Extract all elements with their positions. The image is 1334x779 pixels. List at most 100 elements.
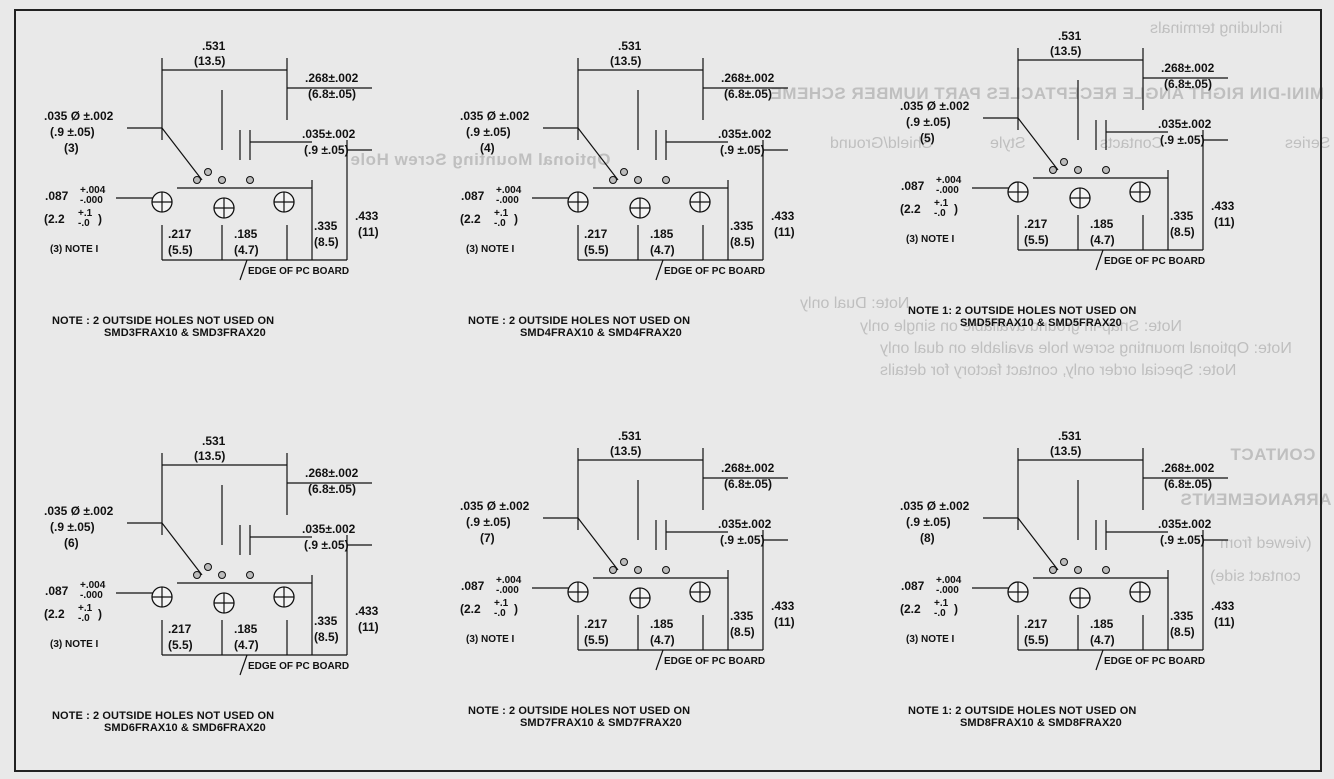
dim-hole: .087	[461, 579, 485, 593]
dim-185-mm: (4.7)	[1090, 233, 1115, 247]
drawing-frame	[14, 9, 1322, 772]
dim-433: .433	[1211, 199, 1235, 213]
dim-hole-tol-minus: -.000	[496, 585, 519, 596]
dim-width-mm: (13.5)	[610, 54, 641, 68]
dim-268: .268±.002	[1161, 461, 1215, 475]
dim-268-mm: (6.8±.05)	[724, 477, 772, 491]
dim-hole-tol-plus: +.004	[496, 185, 522, 196]
dim-hole-tol-minus: -.000	[936, 585, 959, 596]
diagram-note: NOTE : 2 OUTSIDE HOLES NOT USED ON SMD6F…	[52, 710, 274, 734]
dim-268: .268±.002	[721, 461, 775, 475]
dim-pin-diameter-mm: (.9 ±.05)	[906, 115, 951, 129]
dim-185: .185	[650, 227, 674, 241]
pin-count: (4)	[480, 141, 495, 155]
dim-width-mm: (13.5)	[194, 449, 225, 463]
dim-hole-mm-close: )	[514, 602, 518, 616]
dim-hole-mm-close: )	[954, 202, 958, 216]
dim-433-mm: (11)	[774, 615, 795, 629]
dim-pin-diameter: .035 Ø ±.002	[44, 109, 114, 123]
footprint-diagram-6: .531 (13.5) .268±.002 (6.8±.05) .035±.00…	[868, 420, 1288, 745]
dim-pin-diameter-mm: (.9 ±.05)	[906, 515, 951, 529]
dim-hole-tol-plus: +.004	[80, 185, 106, 196]
dim-hole-tol-minus: -.000	[80, 590, 103, 601]
dim-hole: .087	[901, 179, 925, 193]
note-line-2: SMD6FRAX10 & SMD6FRAX20	[104, 722, 266, 734]
note-line-1: NOTE : 2 OUTSIDE HOLES NOT USED ON	[52, 710, 275, 722]
dim-hole-mm: (2.2	[460, 602, 481, 616]
dim-268: .268±.002	[1161, 61, 1215, 75]
dim-hole-mm-tol-plus: +.1	[78, 603, 93, 614]
pin-count: (8)	[920, 531, 935, 545]
dim-335-mm: (8.5)	[314, 630, 339, 644]
dim-335: .335	[730, 219, 754, 233]
dim-hole: .087	[901, 579, 925, 593]
dim-268-mm: (6.8±.05)	[1164, 477, 1212, 491]
dim-217: .217	[584, 227, 608, 241]
dim-hole-mm: (2.2	[460, 212, 481, 226]
dim-335: .335	[1170, 209, 1194, 223]
footprint-diagram-2: .531 (13.5) .268±.002 (6.8±.05) .035±.00…	[428, 30, 848, 355]
dim-pin-diameter-mm: (.9 ±.05)	[466, 515, 511, 529]
dim-hole-mm-tol-plus: +.1	[78, 208, 93, 219]
dim-035: .035±.002	[718, 517, 772, 531]
dim-hole-tol-minus: -.000	[80, 195, 103, 206]
dim-217: .217	[1024, 217, 1048, 231]
dim-185: .185	[1090, 217, 1114, 231]
dim-335: .335	[730, 609, 754, 623]
dim-hole-mm-tol-plus: +.1	[494, 208, 509, 219]
footprint-diagram-5: .531 (13.5) .268±.002 (6.8±.05) .035±.00…	[428, 420, 848, 745]
dim-hole-tol-plus: +.004	[936, 175, 962, 186]
dim-pin-diameter: .035 Ø ±.002	[900, 99, 970, 113]
note-ref: (3) NOTE I	[466, 244, 515, 255]
dim-hole-mm-tol-minus: -.0	[78, 613, 90, 624]
note-line-2: SMD8FRAX10 & SMD8FRAX20	[960, 717, 1122, 729]
dim-217: .217	[1024, 617, 1048, 631]
footprint-drawing: .531 (13.5) .268±.002 (6.8±.05) .035±.00…	[460, 39, 795, 281]
footprint-diagram-3: .531 (13.5) .268±.002 (6.8±.05) .035±.00…	[868, 20, 1288, 345]
dim-433-mm: (11)	[1214, 615, 1235, 629]
dim-035: .035±.002	[302, 127, 356, 141]
footprint-drawing: .531 (13.5) .268±.002 (6.8±.05) .035±.00…	[44, 39, 379, 281]
dim-hole-mm-tol-minus: -.0	[934, 608, 946, 619]
dim-width: .531	[202, 39, 226, 53]
dim-pin-diameter: .035 Ø ±.002	[460, 109, 530, 123]
dim-217: .217	[168, 227, 192, 241]
dim-335-mm: (8.5)	[730, 625, 755, 639]
dim-hole-mm-tol-minus: -.0	[494, 218, 506, 229]
dim-hole-mm-tol-minus: -.0	[934, 208, 946, 219]
note-line-1: NOTE : 2 OUTSIDE HOLES NOT USED ON	[468, 705, 691, 717]
edge-of-pc-board: EDGE OF PC BOARD	[664, 266, 765, 277]
note-line-2: SMD7FRAX10 & SMD7FRAX20	[520, 717, 682, 729]
dim-hole-mm-close: )	[98, 607, 102, 621]
edge-of-pc-board: EDGE OF PC BOARD	[248, 266, 349, 277]
note-ref: (3) NOTE I	[50, 639, 99, 650]
dim-hole-mm: (2.2	[44, 607, 65, 621]
edge-of-pc-board: EDGE OF PC BOARD	[1104, 256, 1205, 267]
dim-268: .268±.002	[305, 466, 359, 480]
dim-217-mm: (5.5)	[1024, 233, 1049, 247]
dim-035-mm: (.9 ±.05)	[1160, 133, 1205, 147]
dim-hole-tol-plus: +.004	[936, 575, 962, 586]
edge-of-pc-board: EDGE OF PC BOARD	[1104, 656, 1205, 667]
dim-035: .035±.002	[718, 127, 772, 141]
dim-335-mm: (8.5)	[314, 235, 339, 249]
dim-hole-tol-minus: -.000	[936, 185, 959, 196]
pin-count: (3)	[64, 141, 79, 155]
note-line-2: SMD5FRAX10 & SMD5FRAX20	[960, 317, 1122, 329]
dim-hole-mm-close: )	[98, 212, 102, 226]
note-ref: (3) NOTE I	[466, 634, 515, 645]
dim-width-mm: (13.5)	[194, 54, 225, 68]
note-line-1: NOTE 1: 2 OUTSIDE HOLES NOT USED ON	[908, 305, 1137, 317]
dim-pin-diameter: .035 Ø ±.002	[900, 499, 970, 513]
diagram-note: NOTE 1: 2 OUTSIDE HOLES NOT USED ON SMD8…	[908, 705, 1136, 729]
note-ref: (3) NOTE I	[906, 634, 955, 645]
diagram-note: NOTE : 2 OUTSIDE HOLES NOT USED ON SMD4F…	[468, 315, 690, 339]
dim-185-mm: (4.7)	[1090, 633, 1115, 647]
dim-hole-mm: (2.2	[900, 602, 921, 616]
dim-217-mm: (5.5)	[168, 243, 193, 257]
dim-hole-mm-tol-plus: +.1	[494, 598, 509, 609]
dim-335-mm: (8.5)	[730, 235, 755, 249]
dim-pin-diameter-mm: (.9 ±.05)	[50, 125, 95, 139]
dim-433: .433	[1211, 599, 1235, 613]
